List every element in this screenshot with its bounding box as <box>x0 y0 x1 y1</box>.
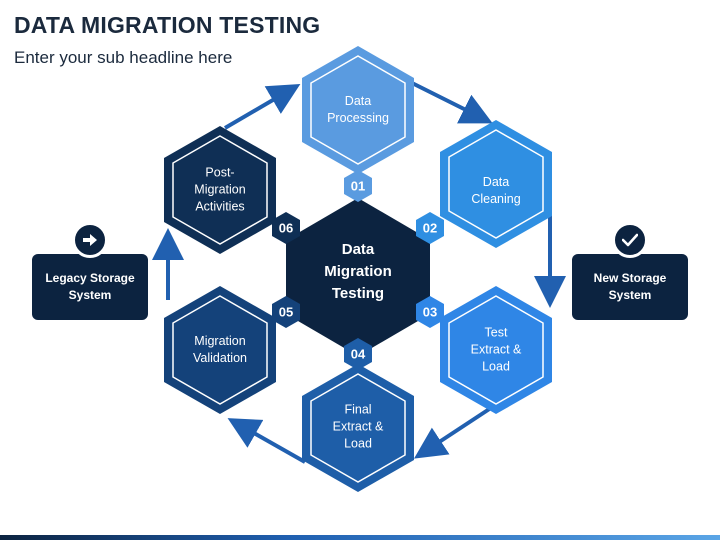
step-01-number: 01 <box>350 178 366 194</box>
badge-03 <box>416 296 444 328</box>
hexagon-step-05 <box>164 286 276 414</box>
step-02-number: 02 <box>422 220 438 236</box>
number-badges <box>272 170 444 370</box>
badge-01 <box>344 170 372 202</box>
arrow-04-to-05 <box>227 418 306 464</box>
bottom-accent-bar <box>0 535 720 540</box>
center-label: Data Migration Testing <box>324 241 392 302</box>
hexagon-step-02 <box>440 120 552 248</box>
cycle-arrows <box>152 80 566 464</box>
badge-05 <box>272 296 300 328</box>
badge-06 <box>272 212 300 244</box>
step-05-number: 05 <box>278 304 294 320</box>
hexagon-step-06 <box>164 126 276 254</box>
checkmark-icon <box>612 222 648 258</box>
badge-02 <box>416 212 444 244</box>
arrow-03-to-04 <box>413 400 502 459</box>
hexagon-step-04 <box>302 364 414 492</box>
step-04-number: 04 <box>350 346 366 362</box>
hexagon-step-03 <box>440 286 552 414</box>
center-hexagon <box>286 198 430 356</box>
step-03-number: 03 <box>422 304 438 320</box>
hexagon-step-01 <box>302 46 414 174</box>
badge-04 <box>344 338 372 370</box>
arrow-06-to-01 <box>223 83 301 130</box>
page-subtitle: Enter your sub headline here <box>14 48 233 67</box>
page-title: DATA MIGRATION TESTING <box>14 12 321 38</box>
arrow-01-to-02 <box>409 80 493 124</box>
step-06-number: 06 <box>278 220 294 236</box>
arrow-right-icon <box>72 222 108 258</box>
